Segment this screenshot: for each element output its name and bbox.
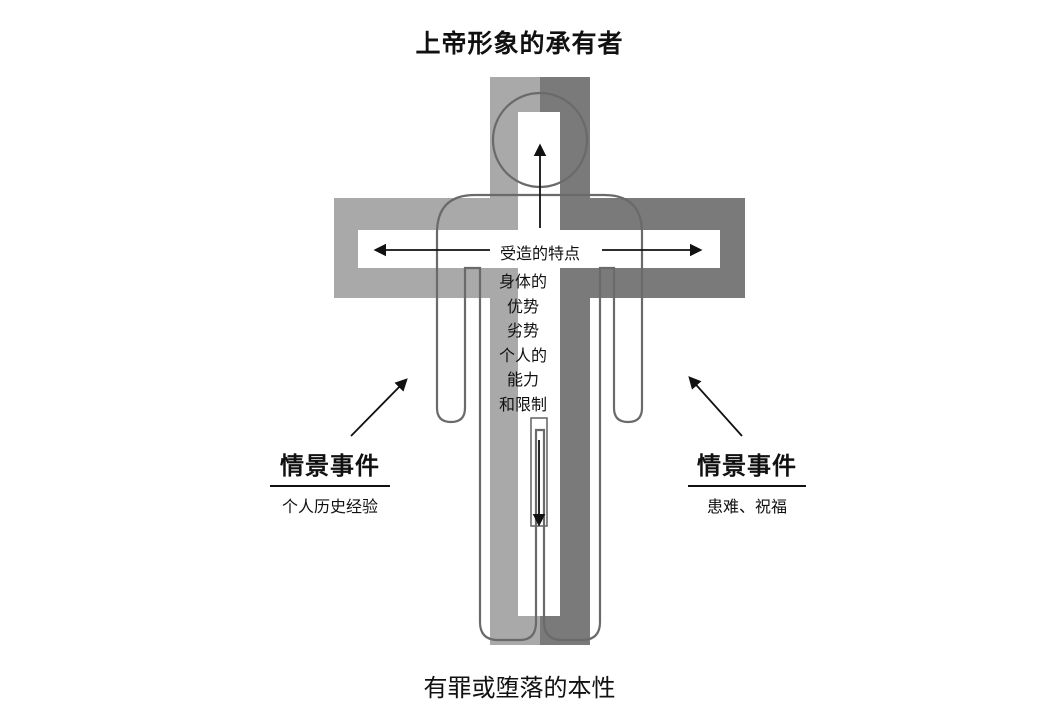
left-event-subtitle: 个人历史经验 bbox=[281, 497, 378, 516]
arrow-left-event bbox=[350, 378, 408, 437]
trait-item: 能力 bbox=[506, 370, 539, 389]
left-event-group: 情景事件 个人历史经验 bbox=[270, 446, 390, 517]
trait-item: 劣势 bbox=[506, 321, 539, 340]
created-traits-heading: 受造的特点 bbox=[490, 240, 590, 264]
right-event-group: 情景事件 患难、祝福 bbox=[688, 446, 806, 517]
trait-item: 和限制 bbox=[498, 394, 547, 414]
cross-inner-vertical-top bbox=[518, 112, 560, 232]
trait-item: 身体的 bbox=[498, 272, 547, 291]
left-event-divider bbox=[270, 485, 390, 487]
trait-item: 个人的 bbox=[498, 345, 547, 365]
body-outline bbox=[435, 193, 644, 642]
right-event-title: 情景事件 bbox=[697, 452, 797, 480]
right-event-divider bbox=[688, 485, 806, 487]
traits-list: 身体的 优势 劣势 个人的 能力 和限制 bbox=[490, 270, 556, 417]
trait-item: 优势 bbox=[506, 296, 539, 316]
diagram-title: 上帝形象的承有者 bbox=[415, 29, 624, 58]
right-event-subtitle: 患难、祝福 bbox=[706, 497, 787, 516]
bottom-label: 有罪或堕落的本性 bbox=[423, 674, 616, 702]
arrow-right-event bbox=[688, 376, 743, 437]
left-event-title: 情景事件 bbox=[280, 452, 380, 480]
arrows bbox=[350, 143, 743, 527]
